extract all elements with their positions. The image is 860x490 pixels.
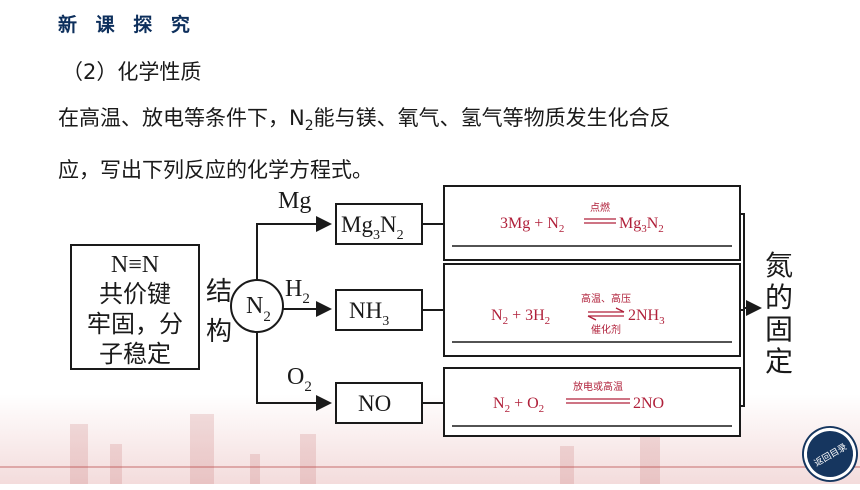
structure-line4: 子稳定: [99, 341, 171, 368]
eq1-right: Mg3N2: [619, 215, 664, 235]
paragraph-line1-suffix: 能与镁、氧气、氢气等物质发生化合反: [313, 106, 671, 130]
jiegou-char2: 构: [206, 317, 232, 346]
section-title: 新 课 探 究: [58, 14, 196, 36]
eq2-left: N2 + 3H2: [491, 307, 550, 327]
structure-line3: 牢固，分: [87, 311, 183, 338]
result-char3: 固: [765, 315, 793, 346]
result-char2: 的: [765, 282, 793, 314]
product-mg3n2-box: [335, 203, 423, 245]
reactant-o2: O2: [287, 364, 312, 395]
reactant-mg: Mg: [278, 188, 311, 214]
product-mg3n2: Mg3N2: [341, 212, 404, 243]
equation2-box: [443, 263, 741, 357]
eq3-right: 2NO: [633, 395, 664, 412]
product-nh3: NH3: [349, 298, 389, 329]
structure-line2: 共价键: [99, 281, 171, 308]
center-n2: N2: [246, 293, 271, 325]
equation3-box: [443, 367, 741, 437]
eq2-cond-bottom: 催化剂: [591, 323, 621, 336]
eq3-condition: 放电或高温: [573, 380, 623, 393]
eq1-condition: 点燃: [590, 201, 610, 214]
jiegou-char1: 结: [206, 277, 232, 306]
subtitle: （2）化学性质: [62, 60, 202, 84]
eq2-right: 2NH3: [628, 307, 665, 327]
result-char4: 定: [765, 346, 793, 378]
branch-o2-arrow: [256, 332, 332, 411]
paragraph-line2: 应，写出下列反应的化学方程式。: [58, 158, 373, 183]
paragraph-sub: 2: [304, 118, 314, 135]
result-char1: 氮: [765, 250, 793, 282]
paragraph-line1-prefix: 在高温、放电等条件下，N: [58, 106, 305, 130]
eq1-left: 3Mg + N2: [500, 215, 564, 235]
product-no: NO: [358, 391, 391, 416]
structure-line1: N≡N: [111, 252, 159, 278]
eq3-left: N2 + O2: [493, 395, 544, 415]
structure-box: [70, 244, 200, 370]
bottom-divider: [0, 466, 860, 468]
eq2-cond-top: 高温、高压: [581, 292, 631, 305]
branch-mg-arrow: [256, 216, 332, 280]
reactant-h2: H2: [285, 276, 310, 307]
paragraph: 在高温、放电等条件下，N2能与镁、氧气、氢气等物质发生化合反 应，写出下列反应的…: [58, 96, 818, 192]
